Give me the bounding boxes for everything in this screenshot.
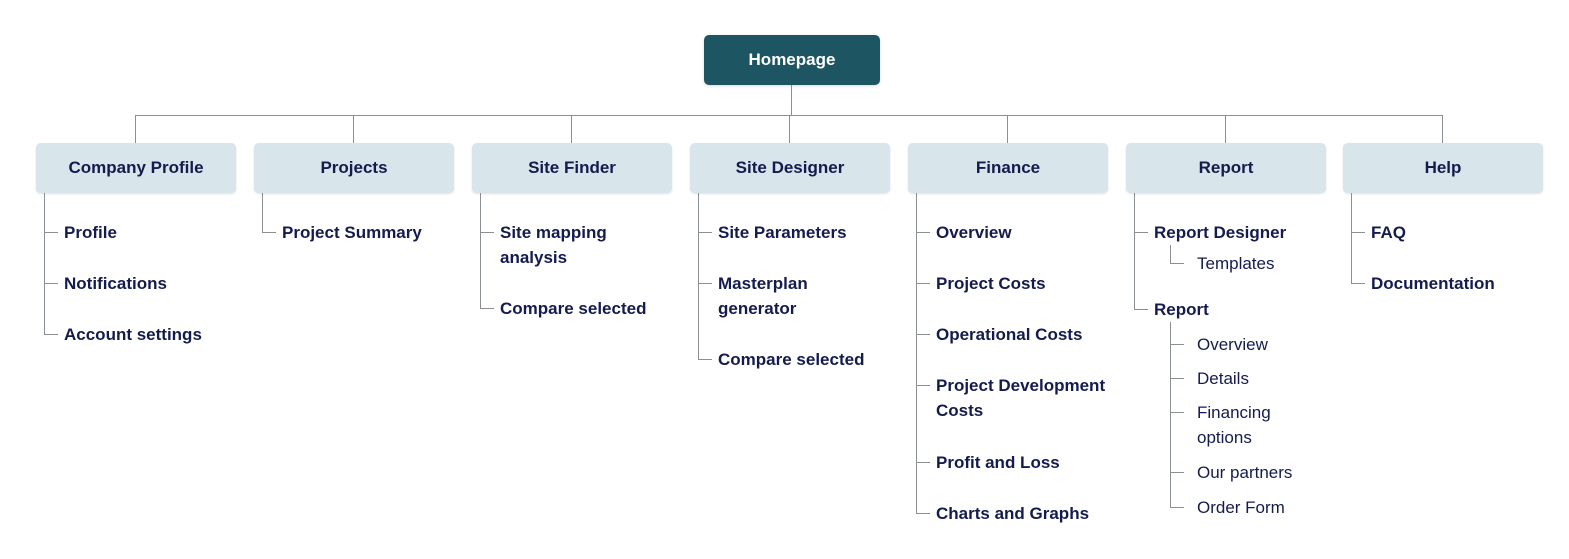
sub-item-templates[interactable]: Templates — [1197, 254, 1275, 273]
sub-item-branch-connector — [1170, 507, 1184, 508]
sub-item-our-partners[interactable]: Our partners — [1197, 463, 1293, 482]
sub-item-financing-options[interactable]: Financing options — [1197, 403, 1271, 447]
nav-item-masterplan-generator[interactable]: Masterplan generator — [718, 274, 808, 318]
root-connector — [791, 85, 792, 115]
item-branch-connector — [1351, 283, 1365, 284]
item-branch-connector — [698, 232, 712, 233]
section-site-designer[interactable]: Site Designer — [690, 143, 890, 193]
section-connector — [1442, 115, 1443, 143]
item-branch-connector — [44, 232, 58, 233]
sub-item-order-form[interactable]: Order Form — [1197, 498, 1285, 517]
section-trunk-connector — [916, 193, 917, 514]
item-branch-connector — [916, 232, 930, 233]
section-trunk-connector — [480, 193, 481, 309]
section-connector — [789, 115, 790, 143]
sub-trunk-connector — [1170, 322, 1171, 508]
item-branch-connector — [698, 359, 712, 360]
nav-item-site-mapping-analysis[interactable]: Site mapping analysis — [500, 223, 607, 267]
nav-item-operational-costs[interactable]: Operational Costs — [936, 325, 1083, 344]
sub-item-branch-connector — [1170, 378, 1184, 379]
item-branch-connector — [1134, 309, 1148, 310]
section-connector — [1007, 115, 1008, 143]
section-trunk-connector — [44, 193, 45, 335]
section-help[interactable]: Help — [1343, 143, 1543, 193]
nav-item-charts-and-graphs[interactable]: Charts and Graphs — [936, 504, 1090, 523]
sub-item-branch-connector — [1170, 344, 1184, 345]
section-connector — [135, 115, 136, 143]
sub-item-branch-connector — [1170, 472, 1184, 473]
nav-item-profile[interactable]: Profile — [64, 223, 117, 242]
sub-item-branch-connector — [1170, 412, 1184, 413]
section-company-profile[interactable]: Company Profile — [36, 143, 236, 193]
nav-item-compare-selected[interactable]: Compare selected — [500, 299, 647, 318]
section-trunk-connector — [262, 193, 263, 233]
section-site-finder[interactable]: Site Finder — [472, 143, 672, 193]
nav-item-project-development-costs[interactable]: Project Development Costs — [936, 376, 1106, 420]
item-branch-connector — [916, 513, 930, 514]
sub-item-branch-connector — [1170, 263, 1184, 264]
item-branch-connector — [916, 462, 930, 463]
sub-item-overview[interactable]: Overview — [1197, 335, 1268, 354]
nav-item-compare-selected[interactable]: Compare selected — [718, 350, 865, 369]
section-finance[interactable]: Finance — [908, 143, 1108, 193]
nav-item-site-parameters[interactable]: Site Parameters — [718, 223, 847, 242]
item-branch-connector — [1134, 232, 1148, 233]
nav-item-project-costs[interactable]: Project Costs — [936, 274, 1046, 293]
item-branch-connector — [262, 232, 276, 233]
nav-item-profit-and-loss[interactable]: Profit and Loss — [936, 453, 1060, 472]
nav-item-documentation[interactable]: Documentation — [1371, 274, 1495, 293]
section-report[interactable]: Report — [1126, 143, 1326, 193]
section-connector — [571, 115, 572, 143]
item-branch-connector — [480, 308, 494, 309]
nav-item-notifications[interactable]: Notifications — [64, 274, 167, 293]
item-branch-connector — [916, 385, 930, 386]
item-branch-connector — [480, 232, 494, 233]
item-branch-connector — [1351, 232, 1365, 233]
item-branch-connector — [916, 334, 930, 335]
nav-item-faq[interactable]: FAQ — [1371, 223, 1406, 242]
section-projects[interactable]: Projects — [254, 143, 454, 193]
item-branch-connector — [916, 283, 930, 284]
section-connector — [1225, 115, 1226, 143]
item-branch-connector — [44, 334, 58, 335]
nav-item-report[interactable]: Report — [1154, 300, 1209, 319]
homepage-node[interactable]: Homepage — [704, 35, 880, 85]
sub-trunk-connector — [1170, 245, 1171, 264]
item-branch-connector — [44, 283, 58, 284]
nav-item-account-settings[interactable]: Account settings — [64, 325, 202, 344]
section-trunk-connector — [1351, 193, 1352, 284]
sub-item-details[interactable]: Details — [1197, 369, 1249, 388]
nav-item-report-designer[interactable]: Report Designer — [1154, 223, 1287, 242]
nav-item-overview[interactable]: Overview — [936, 223, 1012, 242]
item-branch-connector — [698, 283, 712, 284]
section-connector — [353, 115, 354, 143]
section-trunk-connector — [698, 193, 699, 360]
nav-item-project-summary[interactable]: Project Summary — [282, 223, 422, 242]
section-trunk-connector — [1134, 193, 1135, 310]
section-bus-connector — [135, 115, 1442, 116]
